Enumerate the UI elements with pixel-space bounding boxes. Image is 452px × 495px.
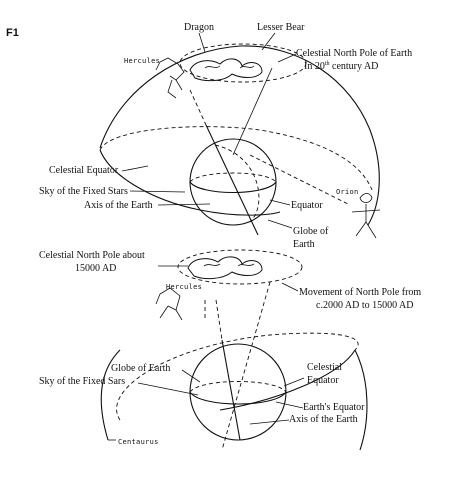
top-dragon-label: Dragon — [184, 22, 214, 33]
top-dragon-detail — [204, 65, 255, 69]
top-axis-dashed — [189, 89, 207, 126]
bottom-globe-equator-back — [189, 381, 287, 393]
bottom-sky-arc-right — [354, 349, 368, 451]
top-sky-leader — [129, 190, 186, 193]
top-pole-circle — [179, 43, 307, 83]
top-celestial-equator-label: Celestial Equator — [49, 165, 119, 176]
bottom-globe-equator-front — [189, 391, 287, 405]
top-equator-label: Equator — [291, 200, 323, 211]
bottom-celestial-equator-leader — [283, 377, 305, 387]
bottom-hercules-figure — [155, 287, 183, 321]
bottom-earths-equator-label: Earth's Equator — [303, 402, 365, 413]
top-hercules-label: Hercules — [124, 57, 160, 65]
top-orion-figure — [351, 193, 381, 239]
top-lesser-bear-leader — [261, 32, 276, 51]
top-globe-equator-back — [189, 172, 277, 183]
bottom-celestial-equator — [116, 332, 359, 421]
bottom-dragon-detail — [203, 263, 255, 267]
bottom-axis-leader — [249, 419, 290, 425]
top-pole-label-line1: Celestial North Pole of Earth — [296, 48, 412, 59]
bottom-axis-label: Axis of the Earth — [289, 414, 358, 425]
top-hercules-figure — [155, 57, 185, 99]
top-sky-label: Sky of the Fixed Stars — [39, 186, 128, 197]
bottom-hercules-label: Hercules — [166, 283, 202, 291]
bottom-movement-leader — [281, 282, 299, 292]
top-pole-leader — [277, 53, 297, 63]
figure-label: F1 — [6, 27, 19, 39]
bottom-centaurus-label: Centaurus — [118, 438, 159, 446]
bottom-axis-top-dashed — [215, 299, 223, 341]
bottom-pole-circle — [177, 249, 303, 285]
bottom-axis-dashed — [221, 281, 271, 451]
top-diagram — [99, 32, 381, 239]
bottom-celestial-equator-label-line2: Equator — [307, 375, 339, 386]
top-dragon-leader — [198, 32, 206, 53]
top-dragon-shape — [189, 58, 263, 82]
bottom-celestial-equator-label-line1: Celestial — [307, 362, 342, 373]
bottom-globe-leader — [181, 369, 201, 383]
top-celestial-equator-dashed — [99, 126, 373, 191]
top-lesser-bear-label: Lesser Bear — [257, 22, 305, 33]
bottom-dragon-shape — [187, 256, 263, 280]
top-equator-leader — [269, 199, 291, 206]
bottom-globe — [189, 343, 287, 441]
bottom-sky-label: Sky of the Fixed Sars — [39, 376, 125, 387]
top-orion-label: Orion — [336, 188, 359, 196]
top-globe-equator-front — [189, 181, 277, 193]
top-pole-line — [232, 67, 273, 156]
bottom-sky-leader — [137, 382, 199, 396]
top-axis-label: Axis of the Earth — [84, 200, 153, 211]
top-sky-arc — [99, 45, 380, 226]
bottom-diagram — [100, 249, 368, 451]
top-pole-label-line2: In 20th century AD — [304, 61, 378, 72]
bottom-earths-equator-leader — [275, 401, 304, 409]
top-orion-dashed — [249, 154, 351, 206]
top-globe-label-line1: Globe of — [293, 226, 329, 237]
bottom-movement-label-line2: c.2000 AD to 15000 AD — [316, 300, 414, 311]
bottom-celestial-equator-front — [219, 349, 356, 411]
bottom-pole-label-line2: 15000 AD — [75, 263, 116, 274]
bottom-globe-label: Globe of Earth — [111, 363, 170, 374]
top-celestial-equator-leader — [121, 165, 149, 172]
top-axis-line — [205, 124, 259, 236]
top-globe-label-line2: Earth — [293, 239, 315, 250]
bottom-sky-arc — [100, 349, 121, 441]
bottom-movement-label-line1: Movement of North Pole from — [299, 287, 421, 298]
top-globe-leader — [267, 219, 293, 229]
top-globe-meridian — [214, 144, 260, 223]
bottom-pole-label-line1: Celestial North Pole about — [39, 250, 145, 261]
top-axis-leader — [157, 203, 211, 206]
bottom-axis-line — [221, 339, 241, 441]
